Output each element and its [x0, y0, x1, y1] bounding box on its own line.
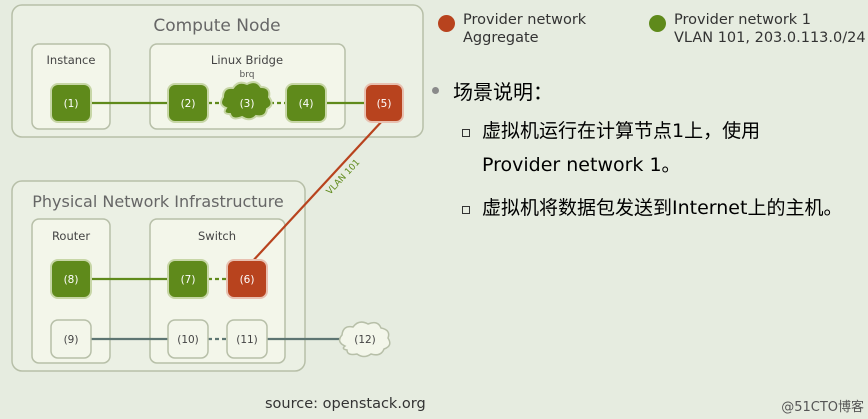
green-links — [90, 101, 365, 281]
scenario-title-text: 场景说明： — [453, 80, 553, 104]
physical-network-title: Physical Network Infrastructure — [32, 192, 284, 211]
legend-aggregate: Provider network Aggregate — [438, 11, 586, 47]
node-6 — [226, 259, 268, 299]
node-5 — [364, 83, 404, 123]
scenario-item-1-line1: 虚拟机运行在计算节点1上，使用 — [482, 120, 761, 142]
green-dot-icon — [649, 15, 666, 32]
node-6-label: (6) — [240, 274, 255, 286]
node-9-label: (9) — [64, 334, 79, 346]
node-3-label: (3) — [240, 98, 255, 110]
node-9 — [50, 319, 92, 359]
network-diagram: Compute Node Instance Linux Bridge brq P… — [11, 4, 424, 372]
instance-label: Instance — [47, 53, 96, 67]
node-7 — [167, 259, 209, 299]
watermark: @51CTO博客 — [781, 400, 864, 415]
node-8-label: (8) — [64, 274, 79, 286]
node-11-label: (11) — [236, 334, 258, 346]
round-bullet-icon — [432, 87, 439, 94]
scenario-item-1-line2: Provider network 1。 — [482, 154, 681, 176]
node-8 — [50, 259, 92, 299]
square-bullet-icon — [462, 129, 470, 137]
scenario-title: 场景说明： — [432, 76, 553, 105]
node-1 — [50, 83, 92, 123]
node-2-label: (2) — [181, 98, 196, 110]
node-4 — [285, 83, 327, 123]
vlan-101-link — [249, 119, 384, 265]
source-caption: source: openstack.org — [265, 396, 426, 412]
node-12-label: (12) — [354, 334, 376, 346]
node-4-label: (4) — [299, 98, 314, 110]
node-10-label: (10) — [177, 334, 199, 346]
node-12-cloud — [338, 321, 391, 358]
node-10 — [167, 319, 209, 359]
orange-dot-icon — [438, 15, 455, 32]
node-7-label: (7) — [181, 274, 196, 286]
legend-aggregate-line2: Aggregate — [463, 30, 539, 46]
nodes: (1) (2) (3) (4) (5) (6) (7) (8) (9) (10)… — [50, 81, 404, 359]
square-bullet-icon — [462, 206, 470, 214]
linux-bridge-label: Linux Bridge — [211, 53, 283, 67]
legend-network1-line2: VLAN 101, 203.0.113.0/24 — [674, 30, 866, 46]
linux-bridge-sub: brq — [240, 70, 255, 80]
compute-node-title: Compute Node — [153, 16, 280, 36]
scenario-item-1: 虚拟机运行在计算节点1上，使用 Provider network 1。 — [462, 114, 760, 182]
scenario-item-2: 虚拟机将数据包发送到Internet上的主机。 — [462, 191, 842, 225]
node-5-label: (5) — [377, 98, 392, 110]
node-1-label: (1) — [64, 98, 79, 110]
router-label: Router — [52, 229, 90, 243]
legend-network1: Provider network 1 VLAN 101, 203.0.113.0… — [649, 11, 866, 47]
node-3-cloud — [220, 81, 273, 121]
node-11 — [226, 319, 268, 359]
node-2 — [167, 83, 209, 123]
switch-label: Switch — [198, 229, 236, 243]
legend-aggregate-line1: Provider network — [463, 12, 587, 28]
legend-network1-line1: Provider network 1 — [674, 12, 812, 28]
scenario-item-2-line1: 虚拟机将数据包发送到Internet上的主机。 — [482, 197, 843, 219]
